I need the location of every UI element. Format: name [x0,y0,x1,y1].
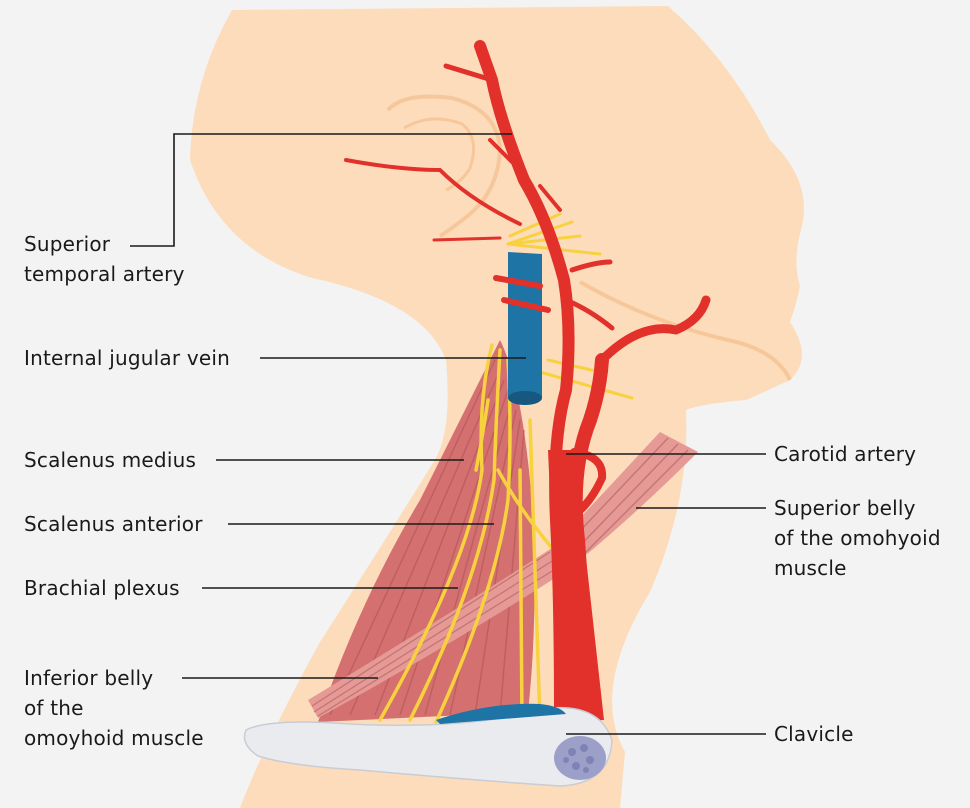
leader-lines [130,133,766,735]
label-superior-belly: Superior belly of the omohyoid muscle [774,493,941,583]
inferior-belly-omohyoid [308,548,580,718]
jaw-line [579,280,792,381]
label-line: Inferior belly [24,666,154,690]
label-internal-jugular-vein: Internal jugular vein [24,346,231,370]
label-inferior-belly: Inferior belly of the omoyhoid muscle [24,663,204,753]
brachial-plexus [378,343,554,724]
upper-nerves [506,212,634,400]
label-line: of the omohyoid [774,526,941,550]
label-carotid-artery: Carotid artery [774,442,917,466]
superior-belly-omohyoid [552,432,698,560]
label-superior-temporal-artery: Superior temporal artery [24,229,185,289]
label-line: Superior [24,232,111,256]
label-scalenus-anterior: Scalenus anterior [24,512,203,536]
label-line: Superior belly [774,496,916,520]
label-brachial-plexus: Brachial plexus [24,576,180,600]
clavicle-marrow-dots [563,744,594,773]
label-scalenus-medius: Scalenus medius [24,448,197,472]
leader-superior-temporal [130,133,512,247]
clavicle-top-blue [436,703,566,724]
ear-inner [403,117,476,192]
carotid-lower-trunk [548,450,604,722]
jugular-vein-end [508,391,542,405]
inferior-belly-fibers [311,551,571,717]
internal-jugular-vein-shape [508,252,542,404]
label-line: temporal artery [24,262,185,286]
label-clavicle: Clavicle [774,722,854,746]
label-line: of the [24,696,84,720]
clavicle-marrow [554,736,606,780]
label-line: omoyhoid muscle [24,726,204,750]
label-line: muscle [774,556,847,580]
